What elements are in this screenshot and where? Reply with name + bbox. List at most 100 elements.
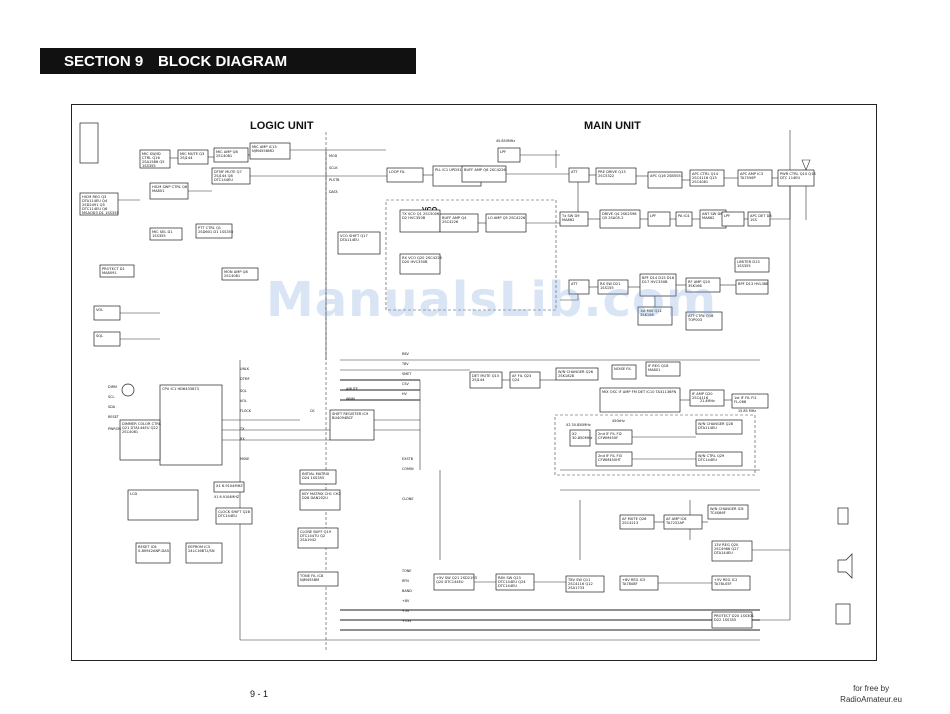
block-mic_amp2 [249,142,291,160]
section-number: SECTION 9 [64,53,144,70]
signal-label: EXSTB [402,457,414,461]
block-mic_sw [139,149,171,169]
block-protect [99,264,135,278]
signal-label: SQL [240,389,247,393]
signal-label: DIRM [108,385,117,389]
footer-line-2: RadioAmateur.eu [840,695,902,704]
block-if_reg [645,361,681,377]
signal-label: CSV [402,382,410,386]
block-2nd_if_a [595,429,633,445]
block-dtmf_mute [211,167,251,185]
block-key_matrix [299,489,341,511]
block-label-buff_amp: BUFF AMP Q6 2SC4226 [464,168,506,172]
block-att_rx [568,279,590,295]
block-apc_ctrl [689,169,725,187]
section-title: BLOCK DIAGRAM [158,53,288,70]
block-tx_sw [559,211,589,227]
signal-label: +13V [402,619,412,623]
signal-label: COMIN [402,467,414,471]
block-af_mute [619,514,655,530]
block-label-lpf1: LPF [500,150,506,154]
block-pa [675,211,693,227]
signal-label: MSKE [240,457,249,461]
block-apc [647,171,683,189]
signal-label: +8V [402,599,410,603]
dc-power-connector-icon [835,603,851,625]
signal-label: +5V [402,609,410,613]
signal-label: UNLK [240,367,250,371]
block-pwr_ctrl [777,169,815,187]
block-clone [297,527,339,549]
block-af_fil [509,371,541,389]
block-vco_shift [337,231,381,255]
footer-line-1: for free by [853,684,890,693]
block-sql1 [93,331,121,347]
block-clock_shift [215,507,253,525]
block-lpf1 [497,147,521,163]
dial-knob-icon [121,383,135,397]
frequency-label: X1 6.9104MHZ [214,495,240,499]
block-lo_amp [485,213,527,233]
block-rx_vco [399,253,441,275]
section-banner: SECTION 9 BLOCK DIAGRAM [40,48,416,74]
block-w_n_changer2 [707,504,749,520]
watermark: ManualsLib.com [266,272,717,328]
block-mic_amp [213,147,249,163]
block-buff_amp2 [439,213,479,233]
block-5v_reg [711,575,751,591]
block-label-loop_fil: LOOP FIL [389,170,405,174]
frequency-label: X2 30.850MHz [566,423,591,427]
block-mon_amp [221,267,259,281]
block-cpu [159,384,223,466]
signal-label: T8V [401,362,409,366]
signal-label: DATA [329,190,338,194]
block-buff_amp [461,165,507,183]
signal-label: TX [239,427,245,431]
block-lpf3 [721,211,745,227]
signal-label: SMET [402,372,412,376]
block-lcd [127,489,199,521]
block-label-bpf2: BPF D13 HVL388 [738,282,769,286]
signal-label: CLONE [402,497,413,501]
block-mic_sel [149,227,183,241]
block-att_ctrl [685,311,723,331]
signal-label: MOD [329,154,338,158]
block-eeprom [185,542,223,564]
vco-enclosure [385,199,557,311]
block-reset [135,542,171,564]
block-if_ic [599,387,681,413]
block-label-lpf2: LPF [650,214,656,218]
block-8v_reg [619,575,659,591]
block-x2 [569,429,591,447]
block-label-xtal: X1 6.9104MHZ [216,484,243,488]
block-apc_det [747,211,771,227]
mic-jack-connector [79,122,99,164]
block-5v_sw [433,573,475,591]
